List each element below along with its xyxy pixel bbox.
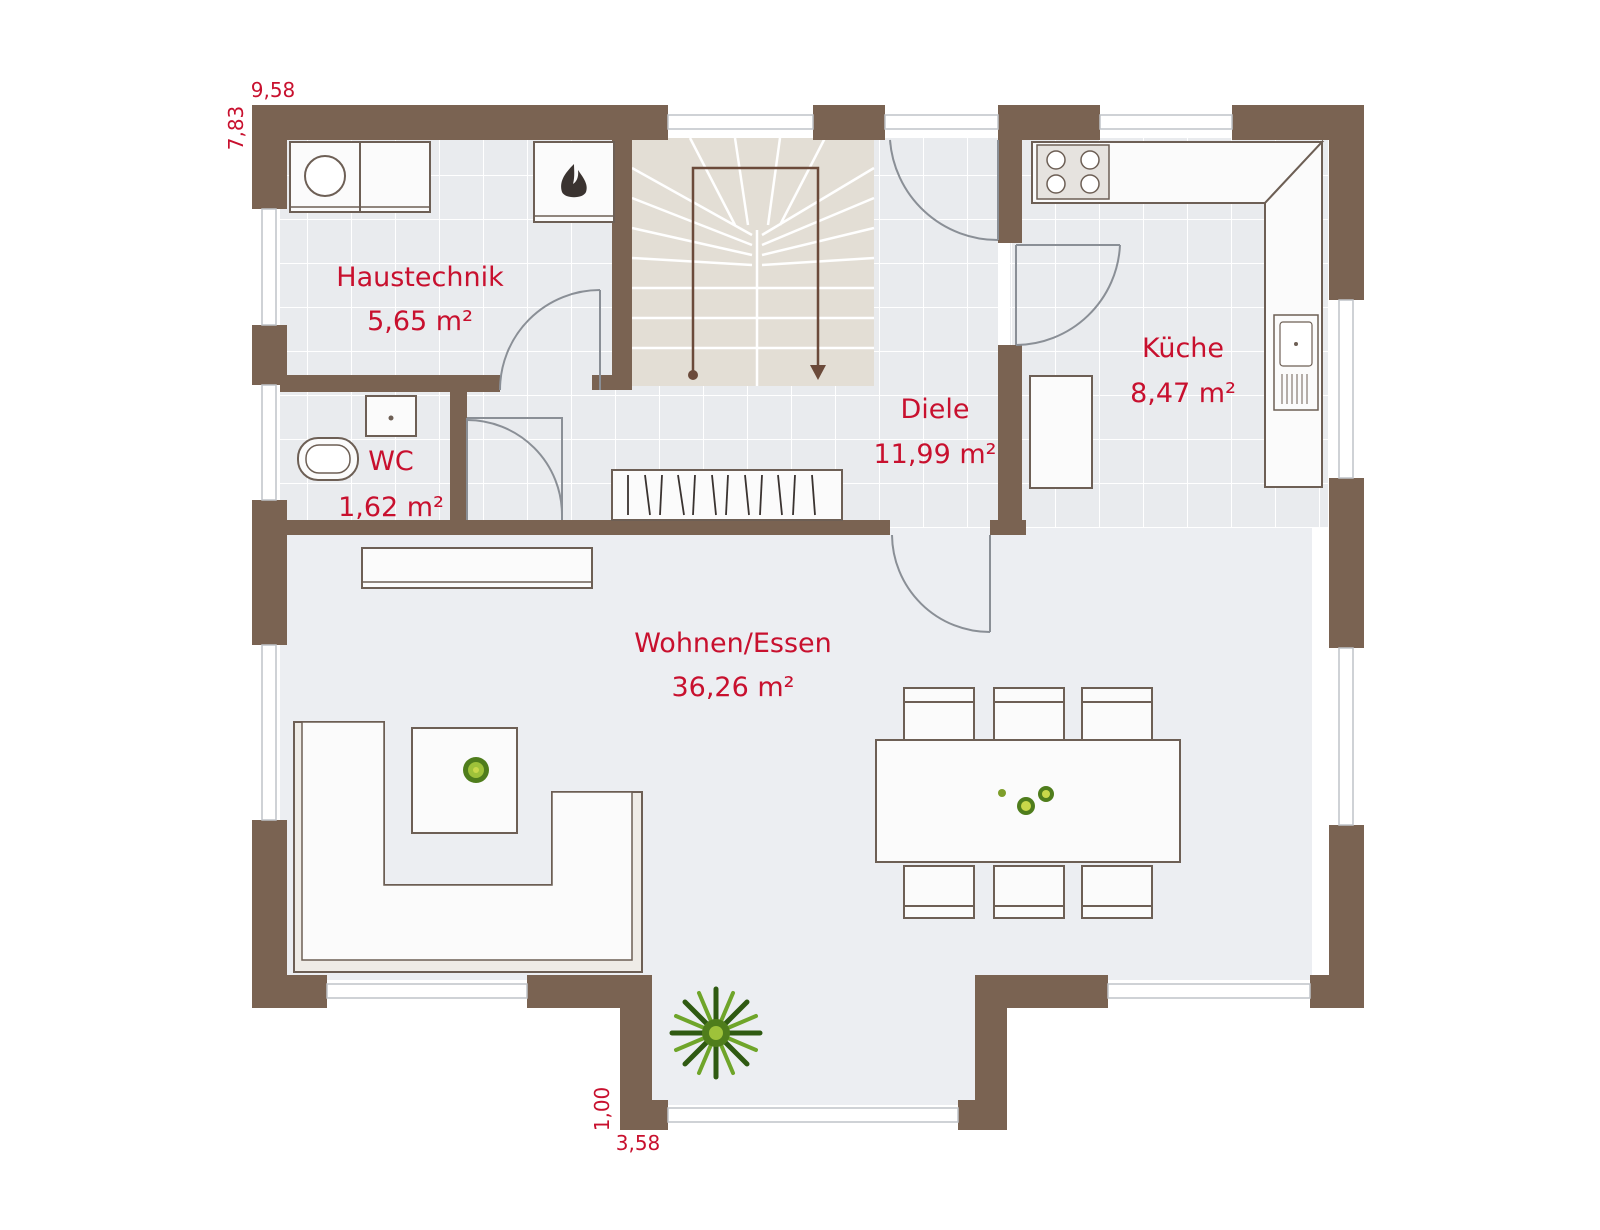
room-area-wohnen-essen: 36,26 m²: [671, 672, 794, 703]
dining-table: [875, 739, 1181, 863]
toilet-icon: [297, 437, 359, 481]
dimension-top-width: 9,58: [251, 78, 296, 102]
room-area-wc: 1,62 m²: [338, 492, 444, 523]
room-area-kueche: 8,47 m²: [1130, 378, 1236, 409]
room-name-haustechnik: Haustechnik: [336, 262, 504, 293]
walls: [252, 105, 1364, 1130]
sink-icon: [1273, 314, 1319, 411]
room-name-kueche: Küche: [1142, 333, 1224, 364]
room-name-diele: Diele: [900, 394, 969, 425]
sofa: [293, 721, 643, 973]
dimension-bay-height: 1,00: [590, 1087, 614, 1132]
boiler: [533, 141, 615, 223]
plant-icon: [669, 986, 763, 1080]
sideboard: [361, 547, 593, 589]
coffee-table: [411, 727, 518, 834]
plant-icon: [463, 757, 489, 783]
wc-sink: [365, 395, 417, 437]
stove-icon: [1036, 144, 1110, 200]
washing-machine-icon: [289, 141, 431, 213]
bay-floor: [640, 975, 980, 1105]
room-area-haustechnik: 5,65 m²: [367, 306, 473, 337]
room-name-wohnen-essen: Wohnen/Essen: [634, 628, 832, 659]
dimension-left-height: 7,83: [224, 106, 248, 151]
doors: [466, 139, 1121, 633]
flame-icon: [561, 164, 587, 198]
windows: [261, 114, 1354, 1123]
staircase: [631, 137, 875, 386]
wardrobe: [611, 469, 843, 521]
room-area-diele: 11,99 m²: [873, 439, 996, 470]
dimension-bay-width: 3,58: [616, 1131, 661, 1155]
room-name-wc: WC: [368, 446, 414, 477]
